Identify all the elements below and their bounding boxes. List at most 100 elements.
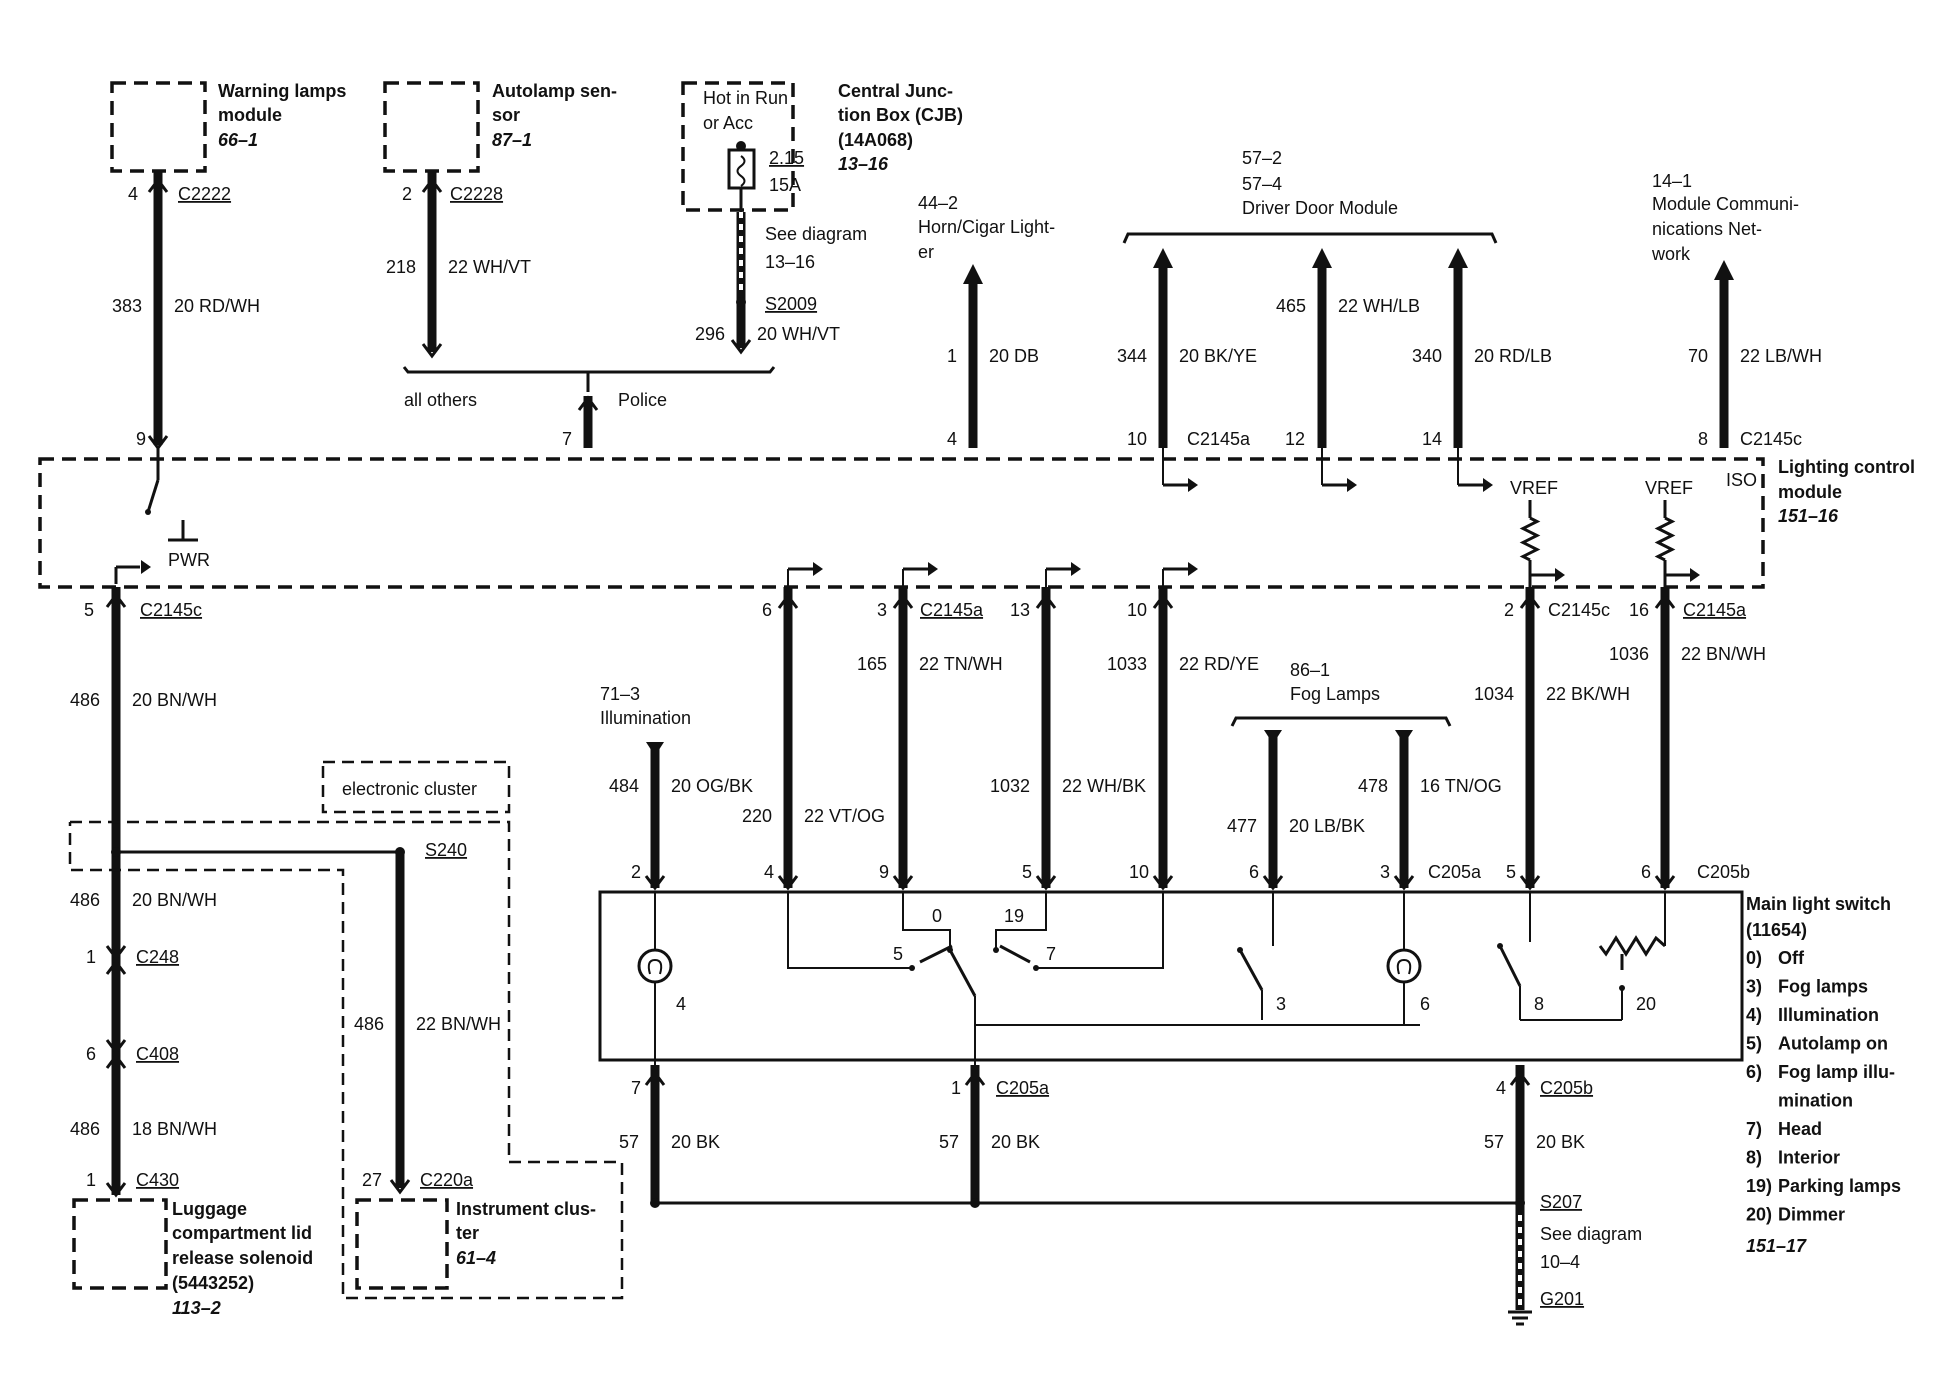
switch-position-num: 4) [1746, 1005, 1762, 1025]
connector-chevron-icon [1393, 875, 1415, 891]
driver-door-arrow-icon [1448, 248, 1468, 268]
sw-trace-0 [902, 892, 951, 950]
connector-c205a-bottom: C205a [996, 1078, 1050, 1098]
connector-chevron-icon [105, 592, 127, 608]
splice-dot [993, 947, 999, 953]
lcm-ref: 151–16 [1778, 506, 1839, 526]
connector-c2222: C2222 [178, 184, 231, 204]
horn-name: Horn/Cigar Light- [918, 217, 1055, 237]
iso-label: ISO [1726, 470, 1757, 490]
electronic-cluster-box [321, 760, 511, 814]
wires-layer [38, 81, 1765, 1326]
wire-344-circuit: 344 [1117, 346, 1147, 366]
flag-arrow-icon [813, 562, 823, 576]
main-switch-ref: 151–17 [1746, 1236, 1807, 1256]
connector-chevron-icon [1152, 593, 1174, 609]
fog-switch-blade [1238, 949, 1264, 991]
wire-486-ic-spec: 22 BN/WH [416, 1014, 501, 1034]
lcm-name: module [1778, 482, 1842, 502]
fuse-amperage: 15A [769, 175, 801, 195]
wire-465-circuit: 465 [1276, 296, 1306, 316]
wire-57-spec: 20 BK [991, 1132, 1040, 1152]
wire-477-spec: 20 LB/BK [1289, 816, 1365, 836]
connector-chevron-icon [105, 959, 127, 975]
fog-lamps-name: Fog Lamps [1290, 684, 1380, 704]
pin-4-horn: 4 [947, 429, 957, 449]
connector-chevron-icon [892, 875, 914, 891]
switch-position-label: Fog lamps [1778, 977, 1868, 997]
pin-2-vref: 2 [1504, 600, 1514, 620]
switch-top-pin: 5 [1022, 862, 1032, 882]
pin-1-c248: 1 [86, 947, 96, 967]
wire-70-circuit: 70 [1688, 346, 1708, 366]
connector-c2145c-vref: C2145c [1548, 600, 1610, 620]
instrument-cluster-name: ter [456, 1223, 479, 1243]
connector-chevron-icon [105, 945, 127, 961]
pwr-switch-blade [146, 479, 160, 513]
wire-1034-circuit: 1034 [1474, 684, 1514, 704]
connector-chevron-icon [1035, 593, 1057, 609]
wire-70-spec: 22 LB/WH [1740, 346, 1822, 366]
pwr-label: PWR [168, 550, 210, 570]
wire-1033-spec: 22 RD/YE [1179, 654, 1259, 674]
wire-1-spec: 20 DB [989, 346, 1039, 366]
cjb-hot: or Acc [703, 113, 753, 133]
connector-chevron-icon [777, 593, 799, 609]
ground-pin: 4 [1496, 1078, 1506, 1098]
pin-12: 12 [1285, 429, 1305, 449]
warning-lamps-name: module [218, 105, 282, 125]
illumination-bulb-icon [637, 948, 673, 984]
cjb-box [681, 81, 795, 212]
switch-position-num: 5) [1746, 1034, 1762, 1054]
connector-chevron-icon [105, 1182, 127, 1198]
wire-344-spec: 20 BK/YE [1179, 346, 1257, 366]
pin-6-feed: 6 [762, 600, 772, 620]
pin-1-c430: 1 [86, 1170, 96, 1190]
connector-chevron-icon [1654, 593, 1676, 609]
connector-chevron-icon [105, 1053, 127, 1069]
connector-c2228: C2228 [450, 184, 503, 204]
rotary-wiper [948, 949, 977, 997]
switch-top-pin: 2 [631, 862, 641, 882]
wire-57-circuit: 57 [619, 1132, 639, 1152]
switch-position-label: Head [1778, 1119, 1822, 1139]
see-diagram-cjb: See diagram [765, 224, 867, 244]
wire-340-spec: 20 RD/LB [1474, 346, 1552, 366]
pin-14: 14 [1422, 429, 1442, 449]
flag-arrow-icon [928, 562, 938, 576]
connector-c205b-bottom: C205b [1540, 1078, 1593, 1098]
wire-220-spec: 22 VT/OG [804, 806, 885, 826]
splice-s2009 [736, 297, 746, 307]
flag-arrow-icon [1690, 568, 1700, 582]
all-others-label: all others [404, 390, 477, 410]
connector-chevron-icon [892, 593, 914, 609]
warning-lamps-module-box [110, 81, 207, 173]
bulb-filament-icon [1396, 958, 1412, 975]
mcn-ref: 14–1 [1652, 171, 1692, 191]
wire-1033-circuit: 1033 [1107, 654, 1147, 674]
driver-door-arrow-icon [1153, 248, 1173, 268]
ground-g201: G201 [1540, 1289, 1584, 1309]
pin-13-feed: 13 [1010, 600, 1030, 620]
wire-218-spec: 22 WH/VT [448, 257, 531, 277]
switch-position-num: 8) [1746, 1148, 1762, 1168]
switch-position-label: Illumination [1778, 1005, 1879, 1025]
sw-trace-7 [1036, 892, 1164, 969]
connector-c205b-top: C205b [1697, 862, 1750, 882]
pin-16-vref: 16 [1629, 600, 1649, 620]
connector-chevron-icon [1519, 593, 1541, 609]
switch-top-pin: 3 [1380, 862, 1390, 882]
pin-10-feed: 10 [1127, 600, 1147, 620]
sw-pin-19: 19 [1004, 906, 1024, 926]
sw-trace-19 [995, 892, 1047, 950]
vref-label-2: VREF [1645, 478, 1693, 498]
luggage-ref: 113–2 [172, 1298, 221, 1318]
flag-arrow-icon [1483, 478, 1493, 492]
mcn-arrow-icon [1714, 260, 1734, 280]
connector-c220a: C220a [420, 1170, 474, 1190]
warning-lamps-name: Warning lamps [218, 81, 346, 101]
wire-1-circuit: 1 [947, 346, 957, 366]
see-diagram-ground: See diagram [1540, 1224, 1642, 1244]
driver-door-arrow-icon [1312, 248, 1332, 268]
